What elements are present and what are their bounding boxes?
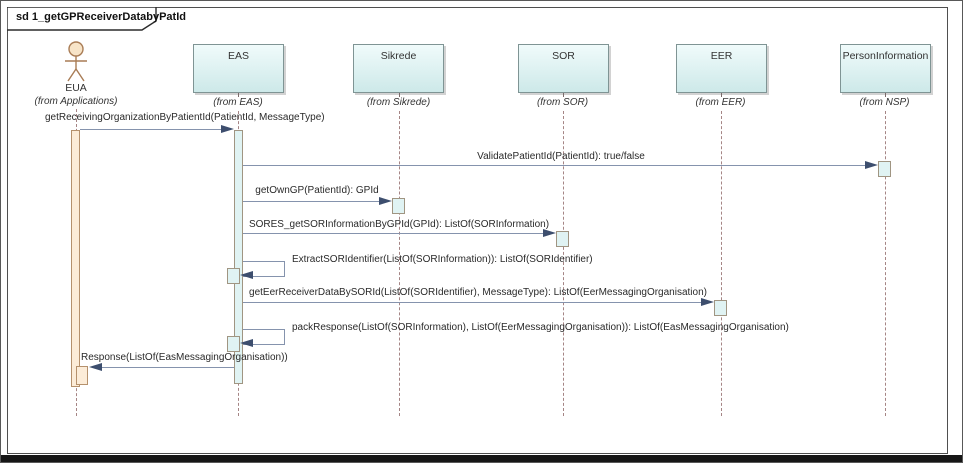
lifeline-head-eer[interactable]: EER [676,44,767,93]
lifeline-name-personinformation: PersonInformation [842,50,929,62]
lifeline-name-eas: EAS [227,50,249,62]
activation-eua-nested[interactable] [76,366,88,385]
lifeline-name-sor: SOR [552,50,575,62]
message-4-line[interactable] [242,233,543,234]
lifeline-sikrede [398,111,400,416]
message-3-label[interactable]: getOwnGP(PatientId): GPId [255,185,379,196]
lifeline-name-sikrede: Sikrede [380,50,417,62]
message-1-arrowhead-icon [220,125,234,133]
activation-eas-self-1[interactable] [227,268,240,284]
message-5-arrowhead-icon [240,271,253,279]
frame-tab-pentagon-icon [6,6,157,31]
message-8-line[interactable] [101,367,234,368]
message-8-label[interactable]: Response(ListOf(EasMessagingOrganisation… [81,352,288,363]
message-6-arrowhead-icon [701,298,714,306]
message-1-line[interactable] [80,129,221,130]
lifeline-stereotype-eer: (from EER) [695,97,746,108]
activation-personinformation[interactable] [878,161,891,177]
lifeline-head-sikrede[interactable]: Sikrede [353,44,444,93]
lifeline-name-eer: EER [710,50,733,62]
lifeline-stereotype-sikrede: (from Sikrede) [366,97,431,108]
activation-eas-self-2[interactable] [227,336,240,352]
message-2-arrowhead-icon [865,161,878,169]
sequence-diagram-frame: sd 1_getGPReceiverDatabyPatId [6,6,948,454]
lifeline-stub-sikrede [398,93,400,97]
lifeline-head-sor[interactable]: SOR [518,44,609,93]
lifeline-stub-eer [720,93,722,97]
activation-eer[interactable] [714,300,727,316]
activation-eas[interactable] [233,130,243,384]
message-6-label[interactable]: getEerReceiverDataBySORId(ListOf(SORIden… [249,287,707,298]
lifeline-personinformation [884,111,886,416]
message-5-label[interactable]: ExtractSORIdentifier(ListOf(SORInformati… [292,254,593,265]
lifeline-head-eas[interactable]: EAS [193,44,284,93]
activation-eua[interactable] [71,130,80,387]
message-7-arrowhead-icon [240,339,253,347]
message-7-label[interactable]: packResponse(ListOf(SORInformation), Lis… [292,322,789,333]
diagram-title: sd 1_getGPReceiverDatabyPatId [16,11,186,23]
message-3-line[interactable] [242,201,379,202]
window-bottom-edge [1,455,962,462]
message-4-label[interactable]: SORES_getSORInformationByGPId(GPId): Lis… [248,219,550,230]
message-2-label[interactable]: ValidatePatientId(PatientId): true/false [477,151,645,162]
activation-sikrede[interactable] [392,198,405,214]
message-7-self-loop[interactable] [242,329,285,345]
message-1-label[interactable]: getReceivingOrganizationByPatientId(Pati… [45,112,325,123]
message-2-line[interactable] [242,165,865,166]
frame-title-tab: sd 1_getGPReceiverDatabyPatId [6,6,186,31]
lifeline-stereotype-eua: (from Applications) [34,96,118,107]
message-3-arrowhead-icon [379,197,392,205]
lifeline-stereotype-eas: (from EAS) [213,97,263,108]
lifeline-sor [562,111,564,416]
lifeline-stereotype-personinformation: (from NSP) [859,97,910,108]
message-6-line[interactable] [242,302,701,303]
activation-sor[interactable] [556,231,569,247]
message-4-arrowhead-icon [543,229,556,237]
actor-icon[interactable] [60,40,92,82]
message-8-arrowhead-icon [89,363,102,371]
lifeline-head-personinformation[interactable]: PersonInformation [840,44,931,93]
lifeline-stub-personinformation [884,93,886,97]
lifeline-stub-sor [562,93,564,97]
lifeline-stub-eas [238,93,239,97]
message-5-self-loop[interactable] [242,261,285,277]
lifeline-eer [720,111,722,416]
lifeline-name-eua[interactable]: EUA [65,82,87,94]
lifeline-stereotype-sor: (from SOR) [536,97,589,108]
